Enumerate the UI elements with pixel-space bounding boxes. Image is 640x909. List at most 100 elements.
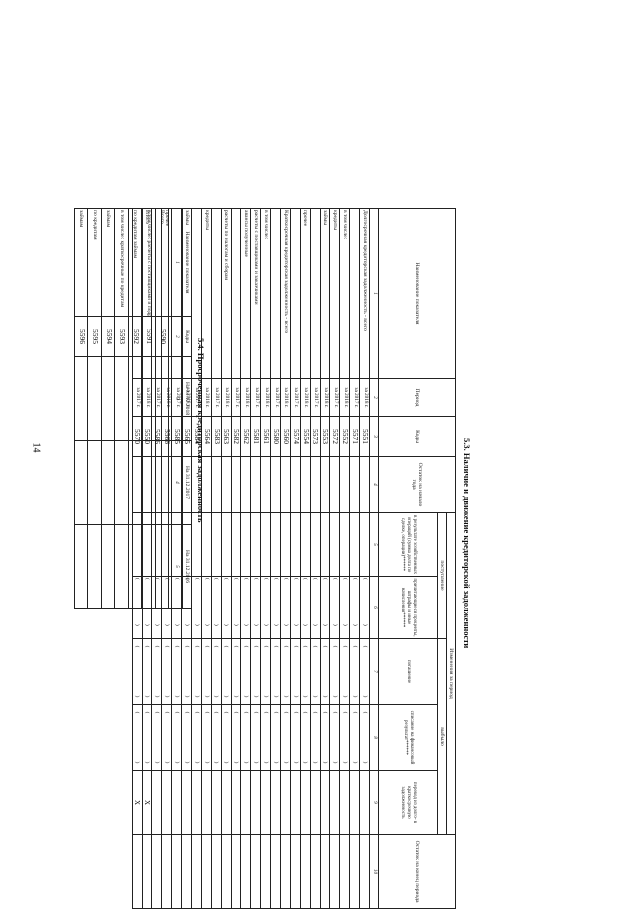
repayment-cell: ()	[181, 638, 192, 705]
write-off-cell: ()	[250, 704, 261, 771]
paren-close: )	[312, 761, 319, 764]
paren-close: )	[163, 761, 170, 764]
row-code: 5560	[280, 416, 291, 457]
paren-open: (	[312, 645, 319, 648]
column-number: 5	[369, 512, 379, 577]
from-operations-cell	[310, 512, 321, 577]
paren-open: (	[262, 711, 269, 714]
paren-open: (	[193, 645, 200, 648]
row-name: по кредитам займам	[128, 208, 142, 317]
interest-accrued-cell: ()	[310, 576, 321, 639]
paren-close: )	[173, 623, 180, 626]
paren-close: )	[154, 695, 161, 698]
header-period: Период	[378, 378, 456, 417]
row-code: 5590	[155, 316, 169, 357]
header-code-54: Коды	[182, 316, 192, 357]
paren-open: (	[302, 578, 309, 580]
header-interest-accrued: причитающиеся проценты, штрафы и иные на…	[378, 576, 438, 639]
paren-close: )	[163, 623, 170, 626]
balance-start-cell	[260, 456, 271, 513]
row-name: в том числе:	[339, 208, 350, 379]
table-row: за 2017 г.5582()()()	[231, 208, 241, 909]
paren-open: (	[203, 645, 210, 648]
repayment-cell: ()	[260, 638, 271, 705]
paren-open: (	[163, 711, 170, 714]
paren-open: (	[341, 578, 348, 580]
balance-end-cell	[320, 834, 330, 909]
value-2017-cell	[128, 440, 142, 525]
repayment-cell: ()	[270, 638, 281, 705]
write-off-cell: ()	[161, 704, 172, 771]
table-row: за 2017 г.5574()()()	[290, 208, 301, 909]
row-code: 5594	[101, 316, 115, 357]
row-code: 5561	[260, 416, 271, 457]
balance-end-cell	[132, 834, 143, 909]
repayment-cell: ()	[240, 638, 251, 705]
row-code: 5551	[359, 416, 370, 457]
paren-open: (	[134, 645, 141, 648]
balance-end-cell	[310, 834, 321, 909]
column-number: 4	[369, 456, 379, 513]
from-operations-cell	[320, 512, 330, 577]
paren-close: )	[223, 695, 230, 698]
write-off-cell: ()	[320, 704, 330, 771]
balance-end-cell	[250, 834, 261, 909]
paren-close: )	[144, 623, 151, 626]
write-off-cell: ()	[142, 704, 152, 771]
transfer-cell	[151, 770, 162, 835]
paren-close: )	[282, 761, 289, 764]
balance-end-cell	[349, 834, 360, 909]
row-name: кредиты	[329, 208, 340, 379]
repayment-cell: ()	[191, 638, 202, 705]
overdue-payables-table: Наименование показателя Коды На 31.12.20…	[74, 208, 192, 609]
interest-accrued-cell: ()	[191, 576, 202, 639]
interest-accrued-cell: ()	[290, 576, 301, 639]
row-period: за 2018 г.	[280, 378, 291, 417]
balance-start-cell	[359, 456, 370, 513]
balance-start-cell	[240, 456, 251, 513]
balance-end-cell	[201, 834, 212, 909]
transfer-cell	[171, 770, 182, 835]
paren-close: )	[332, 623, 339, 626]
paren-open: (	[272, 645, 279, 648]
row-name	[211, 208, 222, 379]
write-off-cell: ()	[231, 704, 241, 771]
repayment-cell: ()	[310, 638, 321, 705]
paren-close: )	[173, 761, 180, 764]
paren-open: (	[341, 711, 348, 714]
paren-open: (	[282, 578, 289, 580]
row-code: 5595	[88, 316, 102, 357]
from-operations-cell	[329, 512, 340, 577]
paren-close: )	[361, 695, 368, 698]
header-balance-start: Остаток на начало года	[378, 456, 456, 513]
paren-close: )	[322, 695, 329, 698]
balance-end-cell	[171, 834, 182, 909]
row-name: Долгосрочная кредиторская задолженность …	[359, 208, 370, 379]
paren-open: (	[312, 578, 319, 580]
paren-open: (	[154, 645, 161, 648]
paren-close: )	[173, 695, 180, 698]
row-name: в том числе:	[260, 208, 271, 379]
paren-close: )	[351, 695, 358, 698]
from-operations-cell	[260, 512, 271, 577]
repayment-cell: ()	[231, 638, 241, 705]
write-off-cell: ()	[151, 704, 162, 771]
value-2016-cell	[101, 524, 115, 609]
paren-close: )	[322, 623, 329, 626]
paren-close: )	[183, 761, 190, 764]
row-code: 5582	[231, 416, 241, 457]
paren-open: (	[134, 711, 141, 714]
paren-close: )	[292, 695, 299, 698]
interest-accrued-cell: ()	[339, 576, 350, 639]
paren-close: )	[233, 761, 240, 764]
value-2017-cell	[74, 440, 88, 525]
paren-close: )	[252, 761, 259, 764]
row-period: за 2017 г.	[290, 378, 301, 417]
value-2017-cell	[101, 440, 115, 525]
repayment-cell: ()	[201, 638, 212, 705]
header-name: Наименование показателя	[378, 208, 456, 379]
